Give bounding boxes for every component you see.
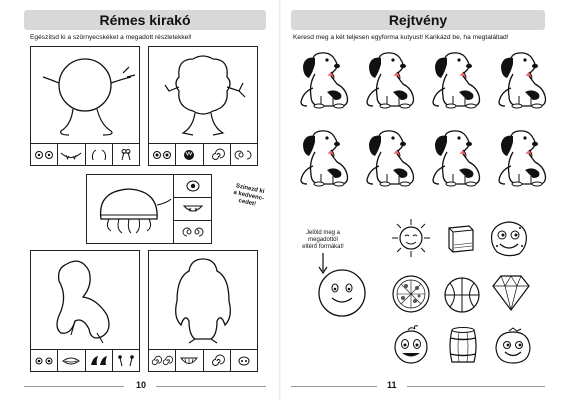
puzzle-panel-gorilla-monster	[148, 250, 258, 372]
part-snail-horn-icon[interactable]	[204, 350, 231, 371]
puppy-icon[interactable]	[291, 126, 351, 190]
pizza-icon[interactable]	[391, 274, 431, 314]
reference-circle-face[interactable]	[317, 268, 367, 318]
part-strip-blob	[149, 143, 257, 165]
down-arrow-icon	[318, 253, 328, 275]
page-title-right: Rejtvény	[291, 10, 545, 30]
part-spiral-icon[interactable]	[204, 144, 231, 165]
left-page: Rémes kirakó Egészítsd ki a szörnyecskék…	[0, 0, 280, 400]
puppy-icon[interactable]	[291, 48, 351, 112]
part-eyes-icon[interactable]	[31, 144, 59, 165]
footer-rule-right	[291, 386, 377, 387]
part-spiral-eyes-icon[interactable]	[149, 350, 177, 371]
odd-shape-hint: Jelöld meg a megadottól eltérő formákat!	[291, 230, 355, 275]
page-number-right: 11	[387, 380, 397, 390]
diamond-icon[interactable]	[491, 272, 531, 312]
instruction-left: Egészítsd ki a szörnyecskéket a megadott…	[30, 34, 192, 41]
part-curly-ears-icon[interactable]	[174, 221, 211, 243]
puzzle-panel-blob-monster	[148, 46, 258, 166]
book-gutter	[279, 0, 281, 400]
puzzle-panel-jellyfish-monster	[86, 174, 212, 244]
sun-icon[interactable]	[391, 218, 431, 258]
part-horns-icon[interactable]	[86, 144, 113, 165]
right-page: Rejtvény Keresd meg a két teljesen egyfo…	[281, 0, 561, 400]
part-snail-ears-icon[interactable]	[231, 144, 257, 165]
puzzle-panel-squiggle-monster	[30, 250, 140, 372]
part-grin-mouth-icon[interactable]	[176, 350, 204, 371]
page-number-left: 10	[136, 380, 147, 390]
footer-rule-left-2	[156, 386, 266, 387]
part-cyclops-eye-icon[interactable]	[174, 175, 211, 198]
puppy-icon[interactable]	[357, 48, 417, 112]
jellyfish-monster-outline	[99, 188, 172, 234]
puppy-icon[interactable]	[423, 48, 483, 112]
color-favorite-note: Színezd ki a kedvenc- cedet!	[231, 183, 266, 210]
puppy-icon[interactable]	[489, 126, 549, 190]
page-title-left: Rémes kirakó	[24, 10, 266, 30]
footer-rule-right-2	[407, 386, 545, 387]
hint-line-1: Jelöld meg a megadottól	[305, 230, 341, 243]
puppy-icon[interactable]	[423, 126, 483, 190]
part-lips-icon[interactable]	[58, 350, 86, 371]
part-open-mouth-icon[interactable]	[176, 144, 204, 165]
puppy-icon[interactable]	[357, 126, 417, 190]
part-small-eyes-icon[interactable]	[31, 350, 59, 371]
part-antenna-icon[interactable]	[113, 144, 139, 165]
squiggle-monster-outline	[56, 260, 110, 344]
part-strip-round	[31, 143, 139, 165]
part-nose-icon[interactable]	[231, 350, 257, 371]
part-claws-icon[interactable]	[86, 350, 113, 371]
basketball-icon[interactable]	[443, 276, 481, 314]
orange-face-icon[interactable]	[391, 324, 431, 366]
puppy-icon[interactable]	[489, 48, 549, 112]
blob-monster-outline	[164, 55, 246, 136]
part-ball-antennae-icon[interactable]	[113, 350, 139, 371]
part-fangs-mouth-icon[interactable]	[58, 144, 86, 165]
hint-line-2: eltérő formákat!	[302, 244, 344, 250]
part-teeth-mouth-icon[interactable]	[174, 198, 211, 221]
round-monster-outline	[42, 58, 136, 136]
part-round-eyes-icon[interactable]	[149, 144, 177, 165]
part-strip-squiggle	[31, 349, 139, 371]
instruction-right: Keresd meg a két teljesen egyforma kutyu…	[293, 34, 509, 41]
barrel-icon[interactable]	[447, 326, 479, 366]
part-strip-gorilla	[149, 349, 257, 371]
gorilla-monster-outline	[175, 258, 231, 344]
footer-rule-left	[24, 386, 124, 387]
puzzle-panel-round-monster	[30, 46, 140, 166]
cookie-face-icon[interactable]	[489, 220, 529, 258]
book-icon[interactable]	[445, 224, 477, 254]
part-column-jellyfish	[173, 175, 211, 243]
tomato-face-icon[interactable]	[493, 326, 533, 366]
